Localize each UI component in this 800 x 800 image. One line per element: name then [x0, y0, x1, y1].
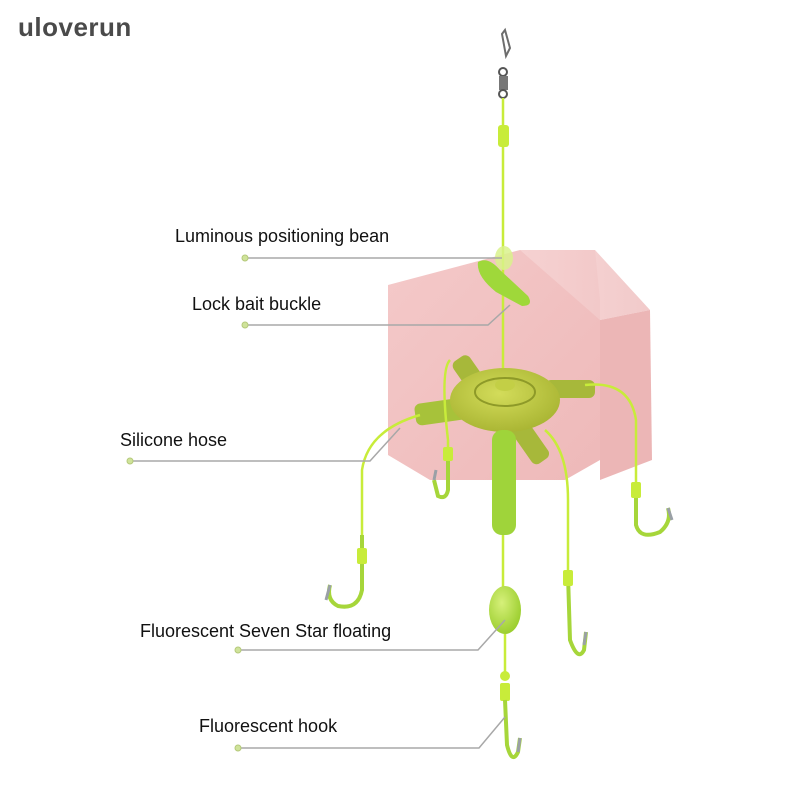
center-stem — [492, 430, 516, 535]
callout-seven-star-floating: Fluorescent Seven Star floating — [140, 621, 392, 641]
hook-leaders — [360, 359, 638, 575]
brand-logo: uloverun — [18, 12, 132, 42]
bait-block — [388, 250, 652, 480]
callout-luminous-positioning-bean: Luminous positioning bean — [175, 226, 390, 246]
lock-bait-buckle-part — [477, 260, 530, 306]
callout-leaders — [130, 257, 511, 749]
line-knot — [498, 125, 509, 147]
callout-fluorescent-hook: Fluorescent hook — [199, 716, 338, 736]
seven-star-float-part — [489, 586, 521, 634]
callout-lock-bait-buckle: Lock bait buckle — [192, 294, 322, 314]
hook-icons — [324, 447, 674, 657]
fluorescent-hook-part — [500, 671, 522, 760]
callout-dots — [126, 254, 249, 752]
luminous-bean-part — [495, 246, 513, 270]
callout-silicone-hose: Silicone hose — [120, 430, 228, 450]
swivel-icon — [498, 27, 512, 99]
